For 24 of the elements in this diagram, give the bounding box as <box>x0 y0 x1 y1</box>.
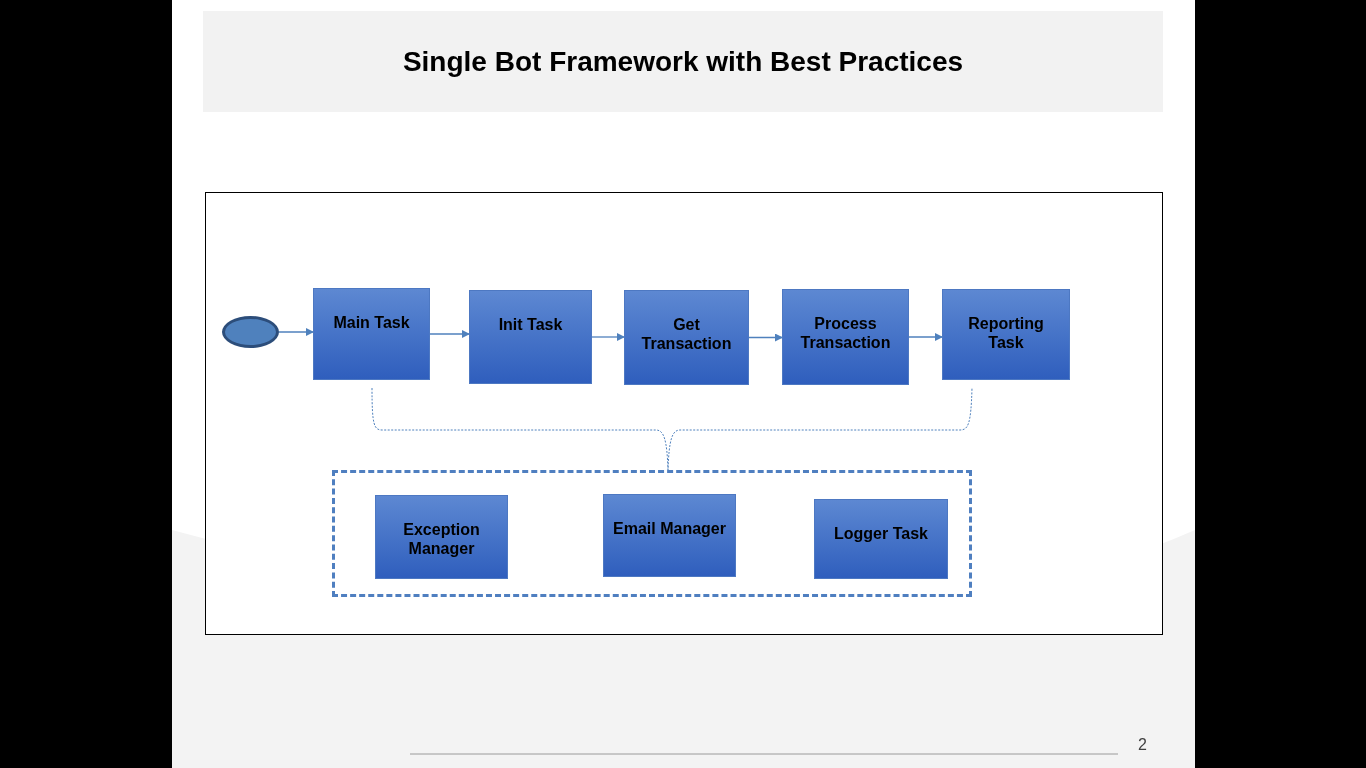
task-label: Process Transaction <box>799 314 892 352</box>
task-label: Exception Manager <box>402 520 481 558</box>
task-label: Logger Task <box>834 524 928 543</box>
slide-title: Single Bot Framework with Best Practices <box>402 44 964 79</box>
task-label: Email Manager <box>613 519 726 538</box>
task-box <box>313 288 430 380</box>
task-label: Reporting Task <box>967 314 1045 352</box>
task-label: Init Task <box>498 315 563 334</box>
task-box <box>375 495 508 579</box>
task-box <box>782 289 909 385</box>
arrow <box>591 333 625 341</box>
task-label: Get Transaction <box>640 315 733 353</box>
task-box <box>624 290 749 385</box>
task-box <box>942 289 1070 380</box>
arrow <box>908 333 943 341</box>
task-box <box>469 290 592 384</box>
task-box <box>814 499 948 579</box>
task-label: Main Task <box>333 313 410 332</box>
dashed-group-box <box>332 470 972 597</box>
arrow <box>278 328 314 336</box>
arrow <box>748 333 783 342</box>
arrow <box>429 330 470 338</box>
task-box <box>603 494 736 577</box>
page-number: 2 <box>1138 735 1147 755</box>
